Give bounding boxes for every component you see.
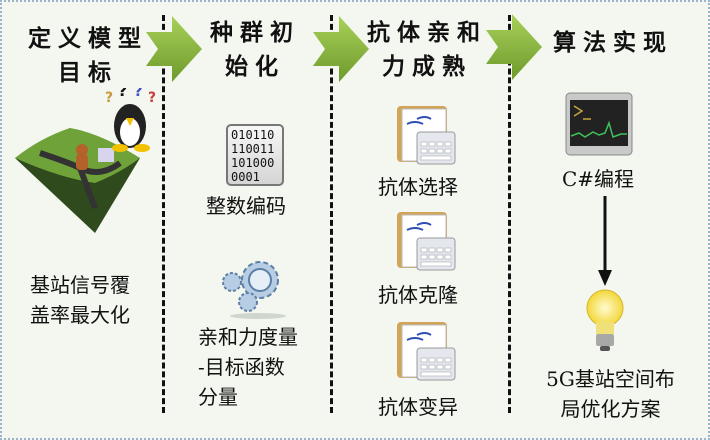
label-integer-encoding: 整数编码 [206, 191, 286, 221]
label-csharp-programming: C#编程 [562, 164, 634, 194]
svg-text:?: ? [148, 90, 155, 106]
stage-title-define-model: 定义模型目标 [28, 22, 148, 90]
label-line: 整数编码 [206, 194, 286, 218]
lightbulb-icon [586, 289, 624, 351]
label-line: 亲和力度量 [198, 325, 298, 349]
stage-title-affinity-maturation: 抗体亲和力成熟 [362, 16, 492, 84]
binary-line: 101000 [231, 156, 275, 170]
label-coverage-max: 基站信号覆盖率最大化 [30, 270, 130, 330]
title-line: 力成熟 [382, 53, 472, 80]
label-layout-optimization: 5G基站空间布局优化方案 [538, 364, 683, 424]
stage-divider [330, 15, 333, 413]
binary-file-icon: 010110 110011 101000 0001 [226, 124, 284, 186]
label-line: C#编程 [562, 167, 635, 191]
label-line: 抗体选择 [378, 175, 458, 199]
label-line: 分量 [198, 385, 238, 409]
label-line: 基站信号覆 [30, 273, 130, 297]
label-line: 抗体变异 [378, 395, 458, 419]
label-affinity-measure: 亲和力度量 -目标函数分量 [198, 322, 298, 412]
gears-icon [222, 261, 286, 319]
svg-text:?: ? [134, 88, 143, 100]
spreadsheet-icon [397, 212, 456, 271]
terrain-penguin-icon: ? ? ? ? [15, 88, 155, 233]
svg-text:?: ? [105, 90, 113, 106]
label-line: 盖率最大化 [30, 303, 130, 327]
binary-line: 0001 [231, 170, 260, 184]
title-line: 目标 [58, 59, 118, 86]
down-arrow-icon [598, 196, 612, 286]
stage-title-implementation: 算法实现 [548, 26, 678, 60]
label-line: 局优化方案 [560, 397, 661, 421]
label-line: 抗体克隆 [378, 283, 458, 307]
label-antibody-mutation: 抗体变异 [378, 392, 458, 422]
label-antibody-clone: 抗体克隆 [378, 280, 458, 310]
title-line: 算法实现 [553, 29, 673, 56]
stage-title-population-init: 种群初始化 [205, 16, 305, 84]
binary-line: 110011 [231, 142, 275, 156]
title-line: 种群初 [210, 19, 300, 46]
spreadsheet-icon [397, 106, 456, 165]
svg-text:?: ? [118, 88, 127, 100]
flow-arrow-icon [146, 16, 202, 82]
label-line: -目标函数 [198, 355, 285, 379]
label-antibody-selection: 抗体选择 [378, 172, 458, 202]
title-line: 始化 [225, 53, 285, 80]
flow-arrow-icon [313, 16, 369, 82]
stage-divider [508, 15, 511, 413]
title-line: 定义模型 [28, 25, 148, 52]
stage-divider [162, 15, 165, 413]
label-line: 5G基站空间布 [546, 367, 675, 391]
binary-line: 010110 [231, 128, 275, 142]
terminal-icon [565, 92, 633, 156]
flow-arrow-icon [486, 14, 542, 80]
title-line: 抗体亲和 [367, 19, 487, 46]
spreadsheet-icon [397, 322, 456, 381]
